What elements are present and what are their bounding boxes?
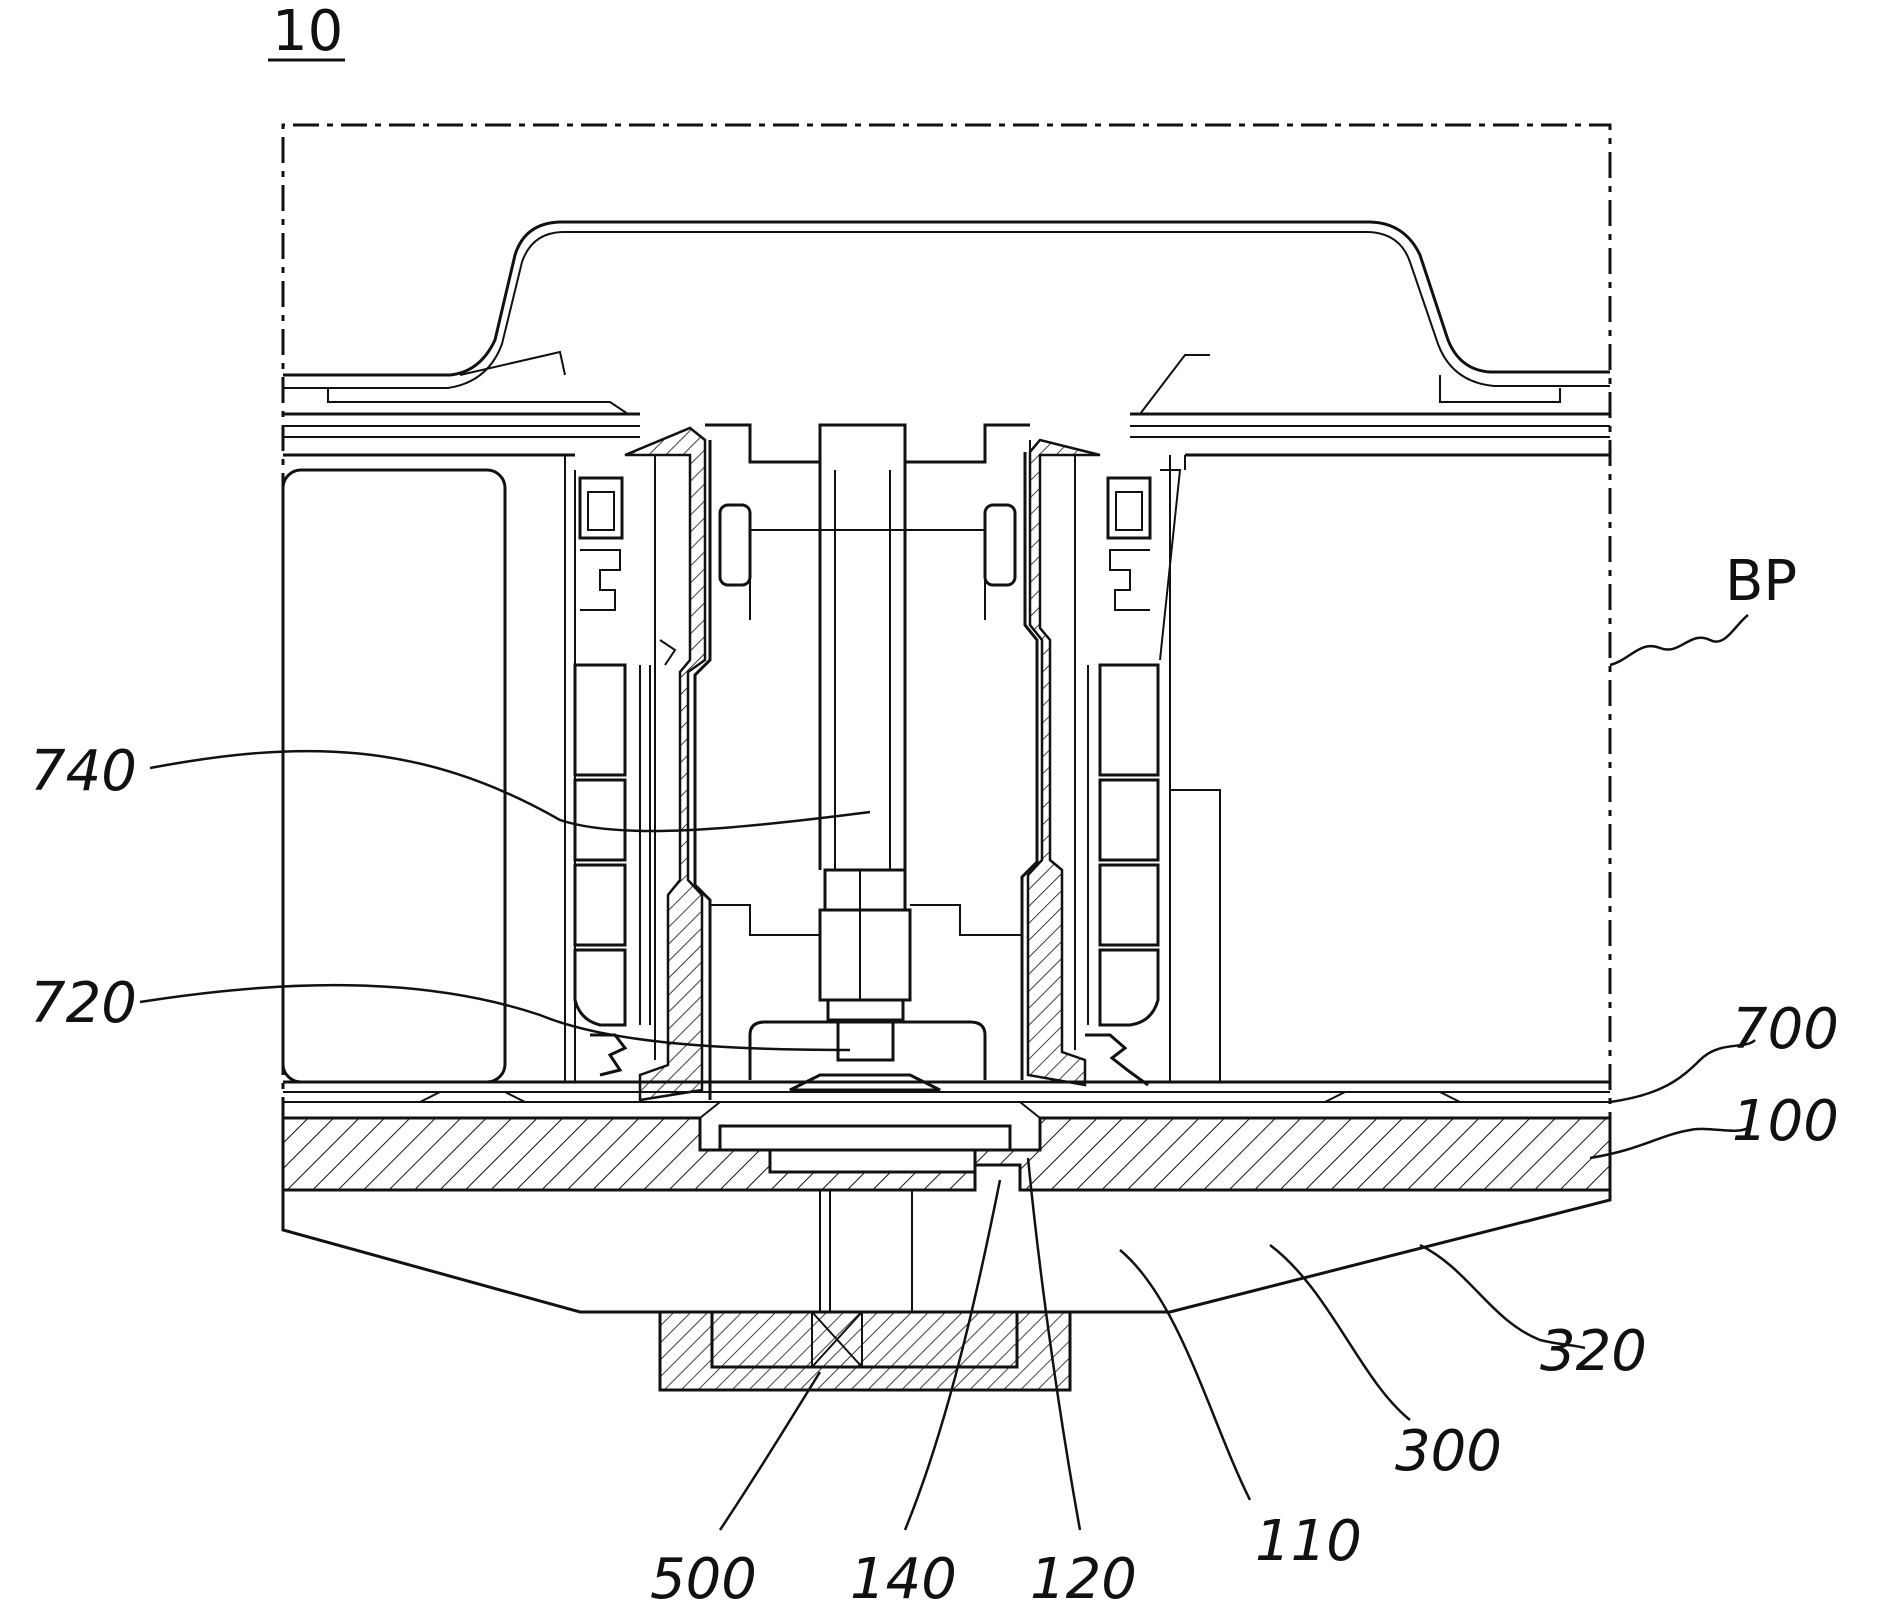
lower-housing [283, 1190, 1610, 1312]
leader-100 [1590, 1128, 1748, 1158]
label-100: 100 [1732, 1089, 1839, 1154]
right-module-box [1170, 790, 1220, 1082]
figure-number-text: 10 [272, 0, 343, 64]
plate-700 [283, 1082, 1610, 1102]
leader-740 [150, 751, 870, 831]
left-cell-connector [580, 550, 620, 610]
leader-720 [140, 985, 850, 1050]
right-shoulder-tab [1440, 375, 1560, 402]
left-sleeve-clip [660, 640, 675, 665]
leader-lines [140, 615, 1755, 1530]
label-120: 120 [1030, 1547, 1137, 1608]
left-cell-2 [575, 780, 625, 860]
left-cell-4 [575, 950, 625, 1025]
right-cell-stack [1088, 455, 1220, 1082]
left-module [283, 455, 575, 1082]
plug-body [820, 910, 910, 1000]
base-plate-recess [720, 1126, 1010, 1150]
center-top-crown [705, 425, 1030, 462]
right-cell-1 [1100, 665, 1158, 775]
label-740: 740 [30, 739, 137, 804]
left-cell-3 [575, 865, 625, 945]
left-cell-cap-inner [588, 492, 614, 530]
right-shoulder-slope [1140, 355, 1210, 414]
center-crown-ends [705, 440, 1030, 462]
label-700: 700 [1732, 997, 1839, 1062]
label-110: 110 [1255, 1509, 1362, 1574]
figure-number: 10 [268, 0, 345, 64]
right-bolt [985, 505, 1015, 585]
battery-pack-boundary [283, 125, 1610, 1123]
leader-300 [1270, 1245, 1410, 1420]
label-500: 500 [650, 1547, 757, 1608]
right-cell-connector [1110, 550, 1150, 610]
label-bp: BP [1725, 549, 1797, 614]
center-assembly [705, 425, 1030, 1090]
plate-700-bump-left [420, 1092, 525, 1102]
label-300: 300 [1395, 1419, 1502, 1484]
top-cover [283, 222, 1610, 414]
right-lower-clip [1085, 1035, 1148, 1085]
left-bolt [720, 505, 750, 585]
label-320: 320 [1540, 1319, 1647, 1384]
right-sleeve-hatched [1028, 440, 1100, 1085]
left-module-body [283, 470, 505, 1082]
cover-inner-line [283, 232, 1610, 388]
right-cell-2 [1100, 780, 1158, 860]
left-cell-1 [575, 665, 625, 775]
plug-stem [838, 1020, 893, 1060]
cover-outer-line [283, 222, 1610, 375]
connector-body-hatched [660, 1312, 1070, 1390]
label-140: 140 [850, 1547, 957, 1608]
connector-500 [660, 1312, 1070, 1390]
plate-700-bump-right [1325, 1092, 1460, 1102]
plug-collar [828, 1000, 903, 1020]
left-lower-clip [590, 1035, 625, 1075]
leader-500 [720, 1372, 820, 1530]
left-sleeve-hatched [625, 428, 705, 1100]
base-plate-100 [283, 1102, 1610, 1190]
leader-110 [1120, 1250, 1250, 1500]
plug-top [825, 870, 905, 910]
lower-housing-outline [283, 1190, 1610, 1312]
right-cell-3 [1100, 865, 1158, 945]
label-720: 720 [30, 971, 137, 1036]
left-sleeve [625, 428, 710, 1100]
right-cell-4 [1100, 950, 1158, 1025]
boundary-dashed-line [283, 125, 1610, 1123]
right-cell-cap-inner [1116, 492, 1142, 530]
center-cup [750, 1022, 985, 1080]
leader-bp [1610, 615, 1748, 665]
left-cell-stack [575, 478, 650, 1025]
base-plate-recess-edges [700, 1102, 1040, 1118]
left-shoulder-plate [283, 388, 628, 414]
upper-plates [283, 414, 1610, 455]
base-plate-hatched [283, 1118, 1610, 1190]
